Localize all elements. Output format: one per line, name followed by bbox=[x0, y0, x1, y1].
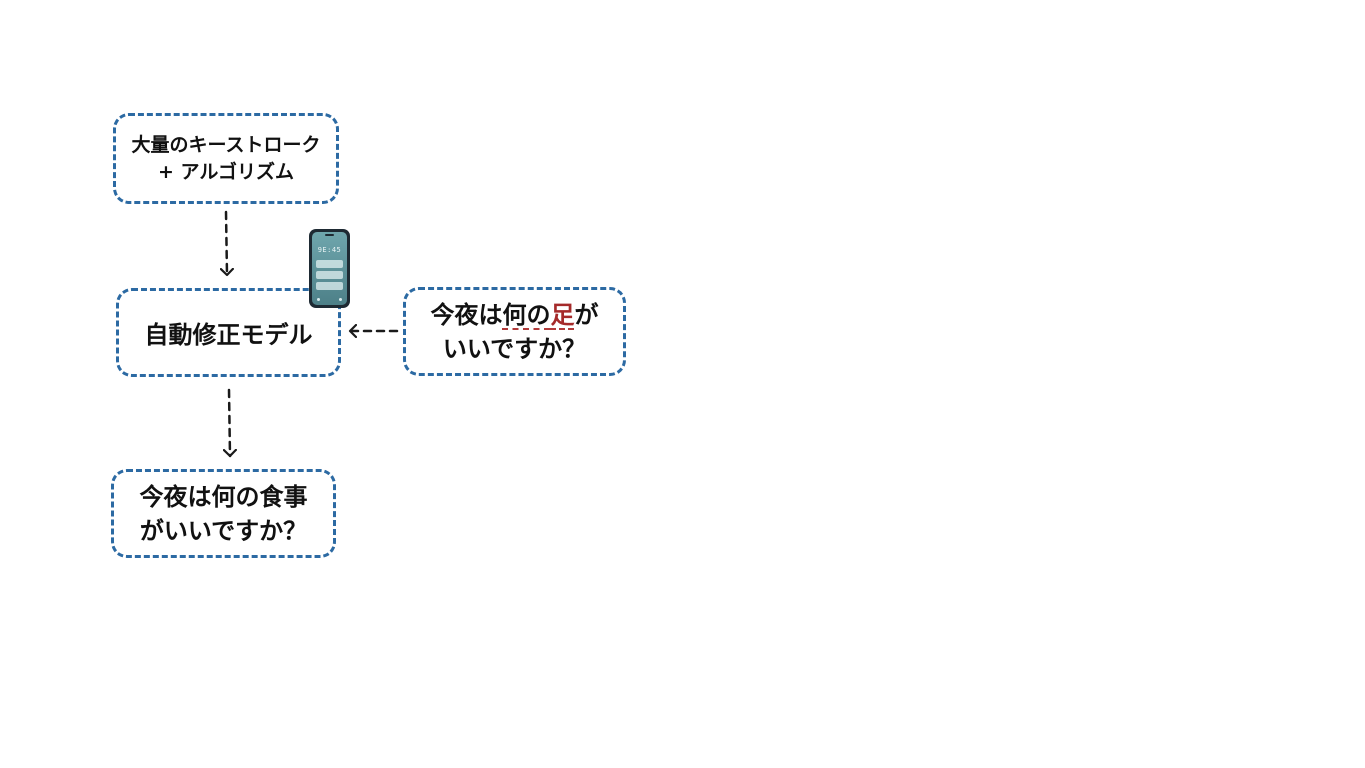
typo-underlined-words: 何の足 bbox=[503, 301, 575, 329]
typo-sentence-box: 今夜は何の足が いいですか？ bbox=[403, 287, 626, 376]
arrow-model-to-output bbox=[229, 388, 230, 458]
phone-notification-3 bbox=[316, 282, 343, 290]
input-box-line1: 大量のキーストローク bbox=[131, 133, 321, 156]
phone-clock: 9E:45 bbox=[317, 246, 342, 254]
typo-line1-after: が bbox=[574, 300, 599, 329]
typo-underlined-text: 何の bbox=[502, 300, 551, 329]
typo-box-line1: 今夜は何の足が bbox=[431, 298, 599, 332]
phone-notch bbox=[325, 234, 334, 236]
phone-notification-2 bbox=[316, 271, 343, 279]
phone-notification-1 bbox=[316, 260, 343, 268]
keystrokes-algorithm-box: 大量のキーストローク + アルゴリズム bbox=[113, 113, 339, 204]
phone-screen: 9E:45 bbox=[312, 232, 347, 305]
input-box-line2: + アルゴリズム bbox=[158, 160, 294, 183]
model-box-label: 自動修正モデル bbox=[144, 321, 313, 349]
phone-flashlight-dot bbox=[317, 298, 320, 301]
smartphone-icon: 9E:45 bbox=[309, 229, 350, 308]
typo-highlighted-word: 足 bbox=[550, 300, 575, 329]
arrow-input-to-model bbox=[226, 210, 227, 277]
output-box-line2: がいいですか？ bbox=[139, 516, 308, 545]
typo-line1-before: 今夜は bbox=[430, 300, 503, 329]
output-box-line1: 今夜は何の食事 bbox=[139, 482, 308, 511]
phone-camera-dot bbox=[339, 298, 342, 301]
autocorrect-model-box: 自動修正モデル bbox=[116, 288, 341, 377]
typo-box-line2: いいですか？ bbox=[442, 334, 587, 363]
corrected-sentence-box: 今夜は何の食事 がいいですか？ bbox=[111, 469, 336, 558]
